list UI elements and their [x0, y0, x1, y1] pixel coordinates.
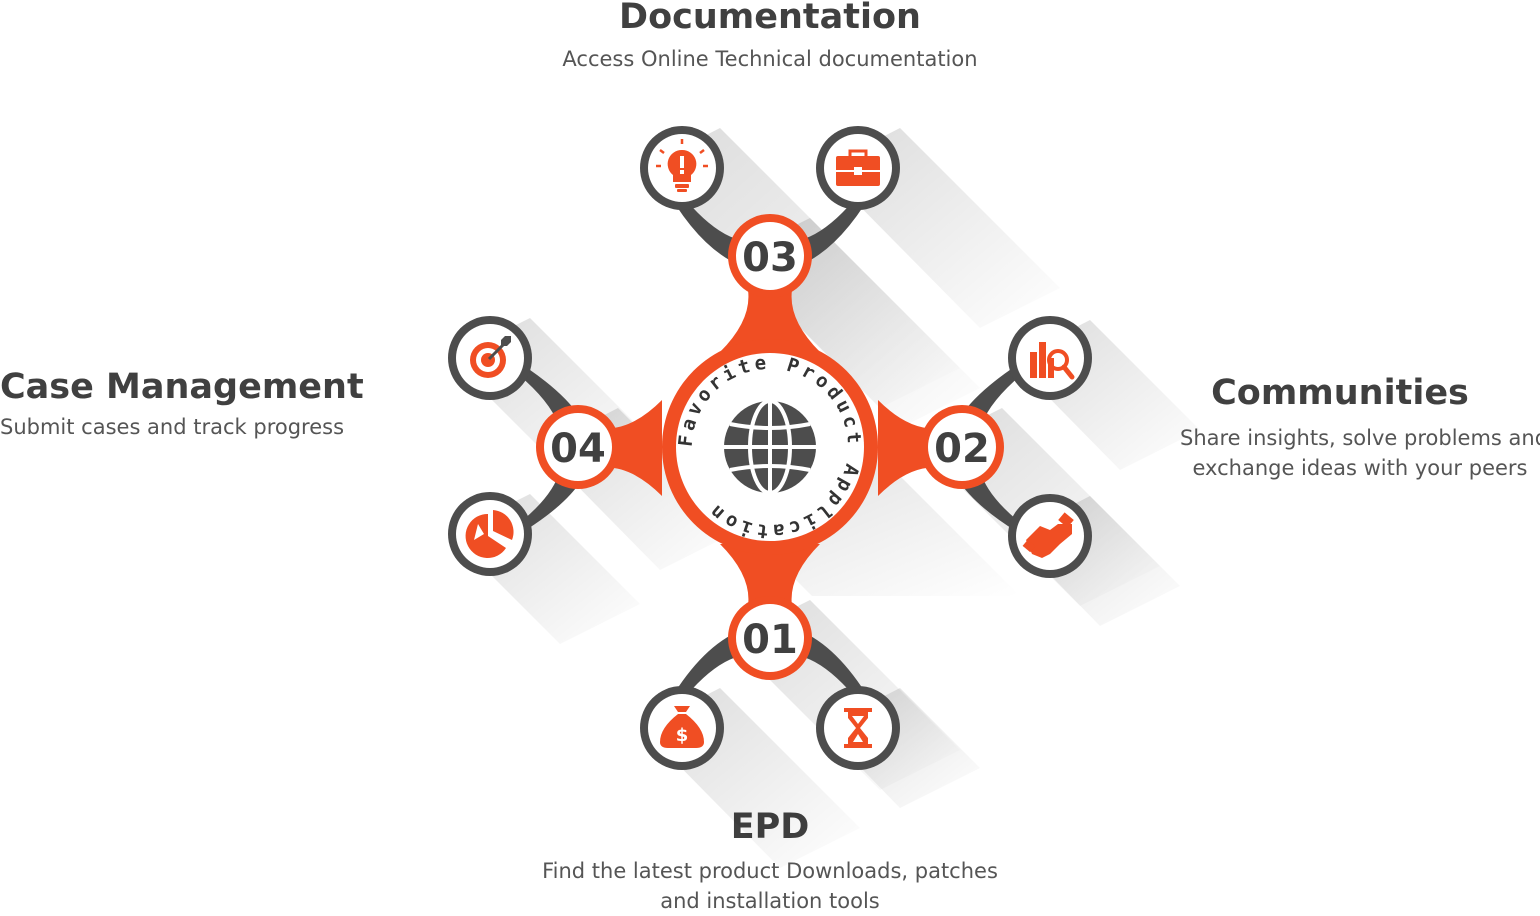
number-circle-02: 02 — [920, 405, 1004, 489]
documentation-description: Access Online Technical documentation — [562, 47, 978, 71]
number-circle-01: 01 — [728, 596, 812, 680]
number-circle-04: 04 — [536, 405, 620, 489]
handshake-icon — [1008, 494, 1092, 578]
globe-icon — [724, 399, 816, 495]
chart-magnifier-icon — [1008, 316, 1092, 400]
number-circle-03: 03 — [728, 214, 812, 298]
number-04: 04 — [550, 426, 606, 472]
communities-description-line-1: Share insights, solve problems and — [1180, 426, 1540, 450]
epd-description-line-1: Find the latest product Downloads, patch… — [542, 859, 998, 883]
communities-title: Communities — [1211, 373, 1469, 413]
orange-connectors — [600, 290, 940, 606]
hourglass-icon — [816, 686, 900, 770]
center-hub: Favorite Product Application — [662, 339, 878, 555]
dark-arms — [470, 150, 1070, 746]
lightbulb-icon — [640, 126, 724, 210]
case-management-title: Case Management — [0, 367, 364, 407]
number-01: 01 — [742, 617, 798, 663]
number-02: 02 — [934, 426, 990, 472]
money-bag-icon: $ — [640, 686, 724, 770]
briefcase-icon — [816, 126, 900, 210]
target-icon — [448, 316, 532, 400]
dollar-sign-glyph: $ — [676, 725, 689, 746]
number-03: 03 — [742, 235, 798, 281]
communities-description-line-2: exchange ideas with your peers — [1192, 456, 1528, 480]
pie-chart-icon — [448, 492, 532, 576]
case-management-description: Submit cases and track progress — [0, 415, 345, 439]
documentation-title: Documentation — [619, 0, 921, 37]
